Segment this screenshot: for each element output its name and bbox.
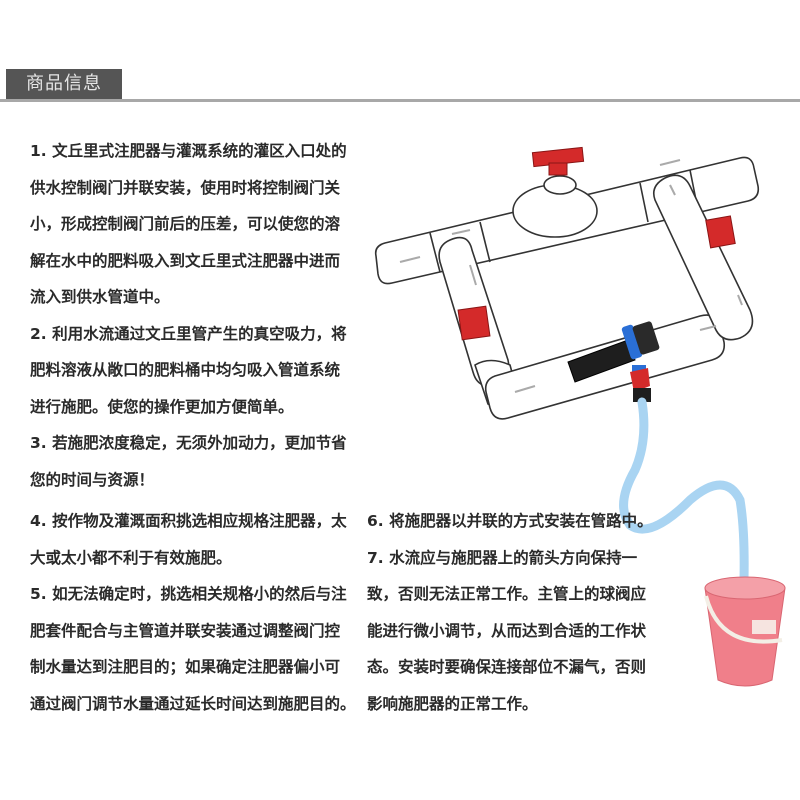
instruction-line: 解在水中的肥料吸入到文丘里式注肥器中进而 — [30, 251, 341, 270]
instruction-line: 小，形成控制阀门前后的压差，可以使您的溶 — [30, 215, 341, 233]
instruction-line: 流入到供水管道中。 — [30, 288, 170, 306]
section-tab-product-info: 商品信息 — [6, 69, 122, 99]
fertilizer-bucket-icon — [704, 576, 786, 687]
instruction-line: 影响施肥器的正常工作。 — [367, 694, 538, 713]
ball-valve-handles — [457, 146, 736, 341]
instruction-line: 肥套件配合与主管道并联安装通过调整阀门控 — [30, 621, 341, 640]
instruction-line: 制水量达到注肥目的；如果确定注肥器偏小可 — [30, 658, 341, 676]
flow-arrows — [399, 159, 743, 393]
injector-valve-icon — [630, 368, 650, 392]
instruction-line: 能进行微小调节，从而达到合适的工作状 — [367, 621, 647, 640]
instruction-line: 通过阀门调节水量通过延长时间达到施肥目的。 — [30, 694, 356, 713]
instruction-line: 7. 水流应与施肥器上的箭头方向保持一 — [367, 548, 638, 567]
instruction-line: 肥料溶液从敞口的肥料桶中均匀吸入管道系统 — [30, 361, 341, 379]
instruction-line: 进行施肥。使您的操作更加方便简单。 — [30, 397, 294, 416]
instruction-line: 3. 若施肥浓度稳定，无须外加动力，更加节省 — [30, 434, 347, 452]
instruction-line: 大或太小都不利于有效施肥。 — [30, 548, 232, 567]
instructions-list-4-5: 4. 按作物及灌溉面积挑选相应规格注肥器，太 大或太小都不利于有效施肥。 5. … — [30, 503, 360, 722]
left-valve-handle-icon — [457, 305, 491, 341]
instruction-line: 致，否则无法正常工作。主管上的球阀应 — [367, 585, 647, 603]
instruction-line: 供水控制阀门并联安装，使用时将控制阀门关 — [30, 178, 341, 197]
section-header: 商品信息 — [0, 0, 800, 102]
instruction-line: 态。安装时要确保连接部位不漏气，否则 — [367, 658, 647, 676]
instructions-list-1-3: 1. 文丘里式注肥器与灌溉系统的灌区入口处的 供水控制阀门并联安装，使用时将控制… — [30, 133, 360, 498]
instruction-line: 2. 利用水流通过文丘里管产生的真空吸力，将 — [30, 324, 347, 343]
right-branch-pipe — [652, 174, 754, 341]
instruction-line: 5. 如无法确定时，挑选相关规格小的然后与注 — [30, 585, 347, 603]
venturi-injector-installation-diagram — [374, 146, 786, 687]
venturi-injector — [567, 321, 660, 402]
instruction-line: 4. 按作物及灌溉面积挑选相应规格注肥器，太 — [30, 512, 347, 530]
right-valve-handle-icon — [705, 215, 736, 249]
blue-coupling — [621, 324, 643, 360]
header-divider — [0, 99, 800, 102]
instruction-line: 1. 文丘里式注肥器与灌溉系统的灌区入口处的 — [30, 142, 347, 160]
instruction-line: 6. 将施肥器以并联的方式安装在管路中。 — [367, 512, 653, 530]
instruction-line: 您的时间与资源！ — [30, 470, 155, 489]
suction-hose — [619, 397, 749, 585]
instructions-list-6-7: 6. 将施肥器以并联的方式安装在管路中。 7. 水流应与施肥器上的箭头方向保持一… — [367, 503, 667, 722]
